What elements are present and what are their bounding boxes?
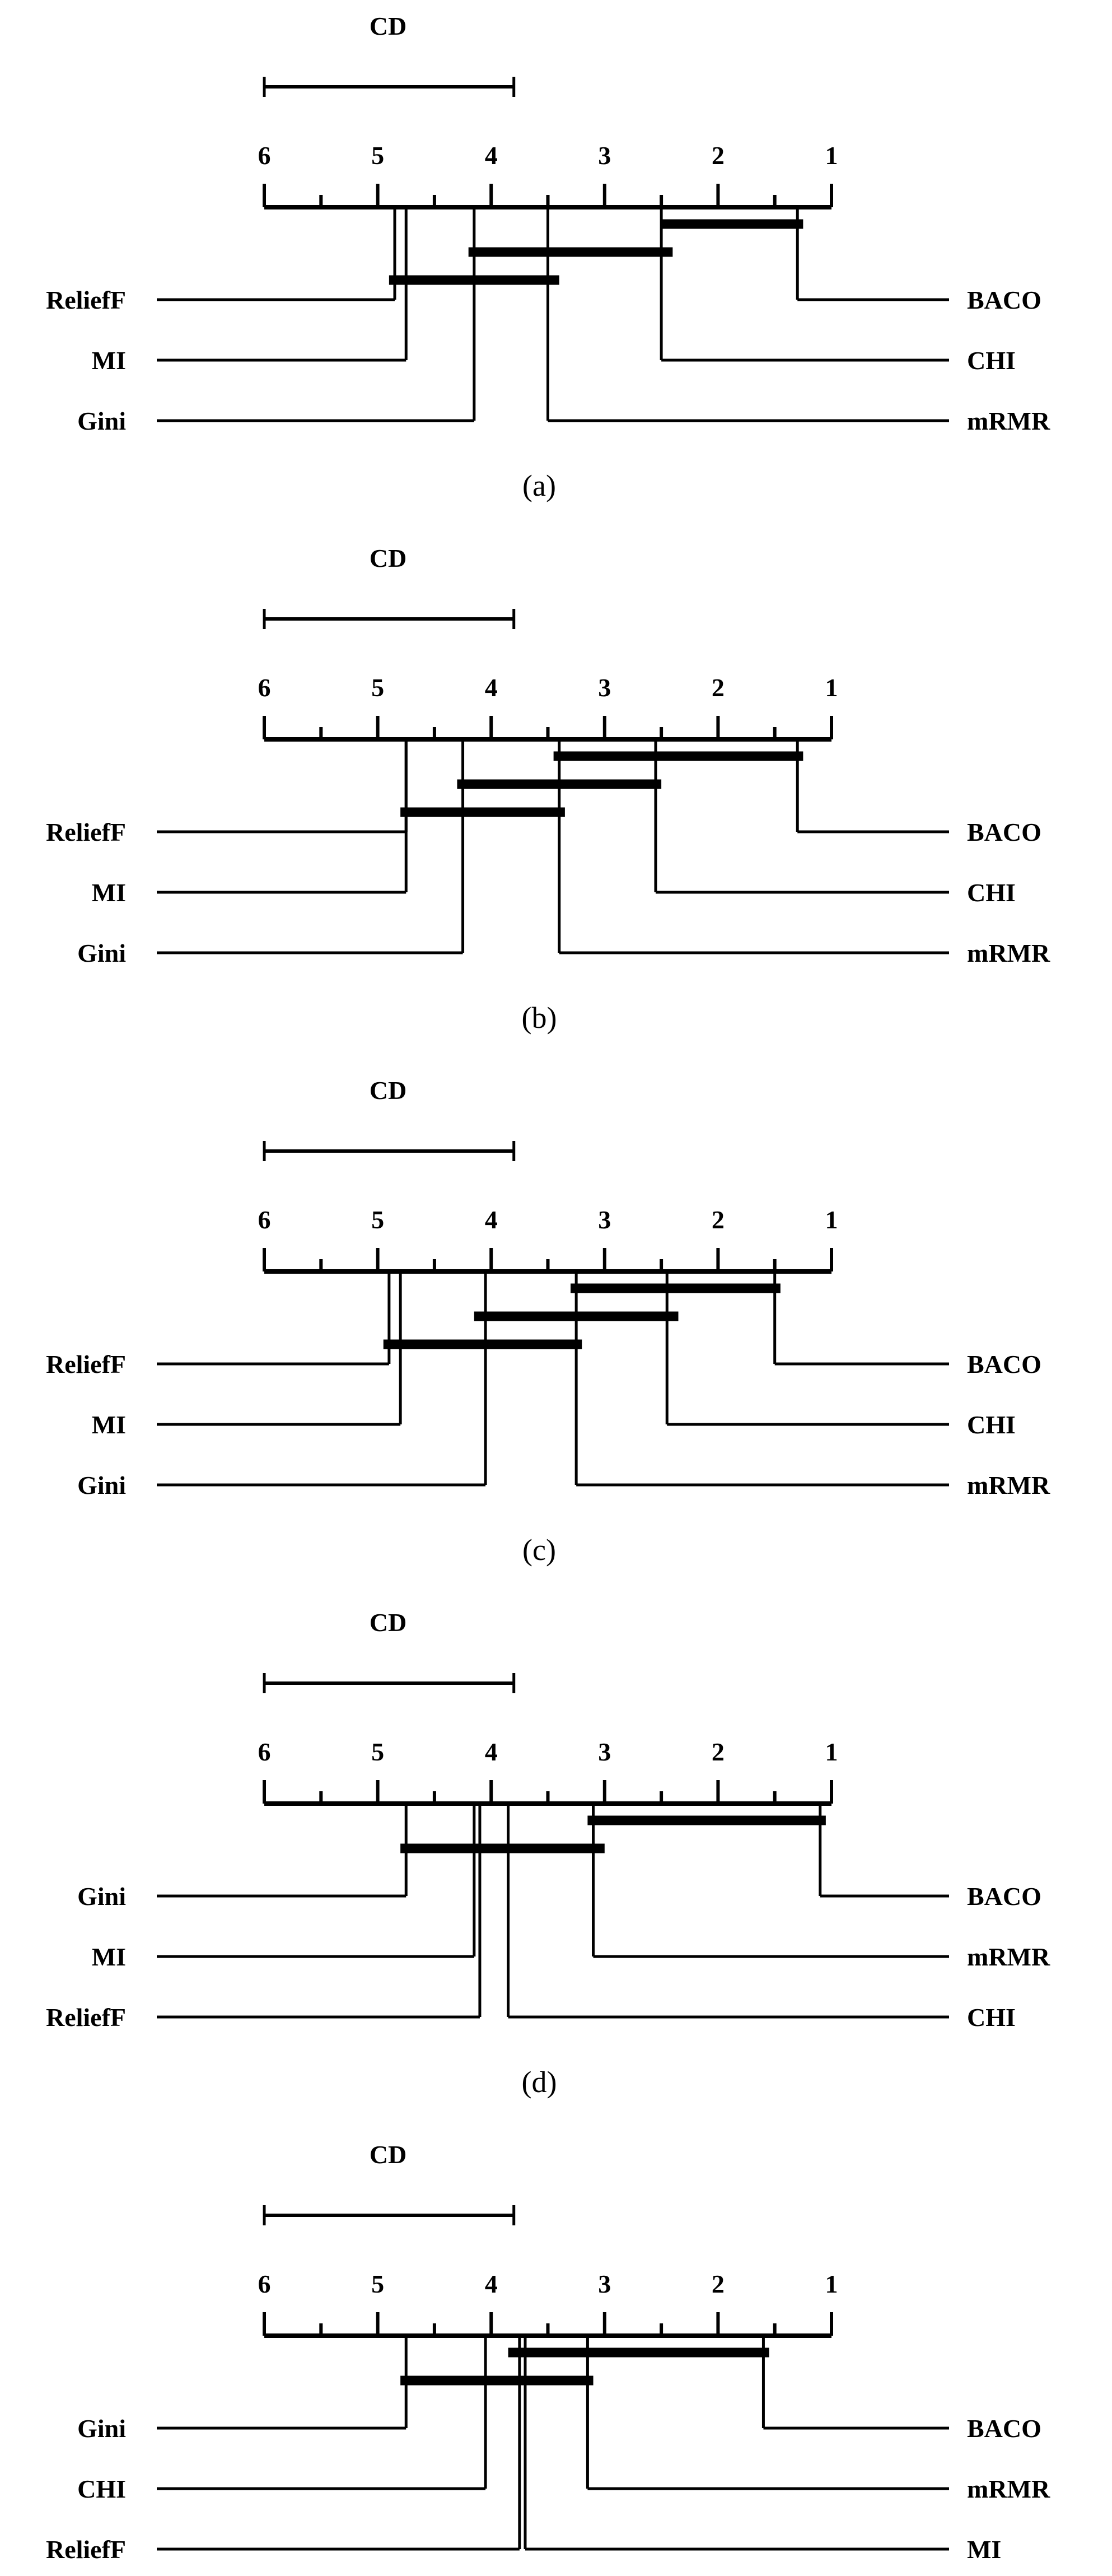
axis-tick-label: 5 [371, 673, 384, 702]
panel-caption: (c) [522, 1533, 556, 1567]
method-label: mRMR [967, 1943, 1050, 1971]
method-label: CHI [967, 878, 1016, 907]
method-label: Gini [77, 1882, 126, 1911]
method-label: ReliefF [46, 2003, 126, 2032]
method-label: mRMR [967, 407, 1050, 435]
method-label: ReliefF [46, 2535, 126, 2564]
axis-tick-label: 3 [598, 141, 611, 170]
method-label: ReliefF [46, 818, 126, 846]
method-label: ReliefF [46, 1350, 126, 1378]
cd-label: CD [370, 12, 407, 40]
method-label: Gini [77, 407, 126, 435]
method-label: Gini [77, 2414, 126, 2443]
panel-caption: (a) [522, 469, 556, 502]
axis-tick-label: 2 [712, 1737, 725, 1766]
axis-tick-label: 4 [485, 2270, 498, 2298]
axis-tick-label: 2 [712, 141, 725, 170]
method-label: MI [92, 1943, 126, 1971]
method-label: Gini [77, 1471, 126, 1499]
axis-tick-label: 4 [485, 1737, 498, 1766]
method-label: CHI [967, 2003, 1016, 2032]
axis-tick-label: 4 [485, 1205, 498, 1234]
axis-tick-label: 3 [598, 673, 611, 702]
cd-label: CD [370, 2140, 407, 2169]
method-label: mRMR [967, 2475, 1050, 2503]
panel-caption: (b) [522, 1001, 557, 1035]
method-label: ReliefF [46, 286, 126, 314]
axis-tick-label: 6 [258, 1205, 271, 1234]
axis-tick-label: 6 [258, 1737, 271, 1766]
method-label: CHI [967, 346, 1016, 375]
cd-label: CD [370, 1076, 407, 1105]
axis-tick-label: 5 [371, 1205, 384, 1234]
axis-tick-label: 5 [371, 2270, 384, 2298]
axis-tick-label: 3 [598, 1205, 611, 1234]
method-label: mRMR [967, 1471, 1050, 1499]
axis-tick-label: 3 [598, 2270, 611, 2298]
axis-tick-label: 3 [598, 1737, 611, 1766]
cd-label: CD [370, 544, 407, 572]
method-label: MI [967, 2535, 1001, 2564]
method-label: BACO [967, 2414, 1041, 2443]
axis-tick-label: 1 [825, 673, 838, 702]
method-label: BACO [967, 1350, 1041, 1378]
axis-tick-label: 1 [825, 141, 838, 170]
axis-tick-label: 1 [825, 2270, 838, 2298]
method-label: BACO [967, 286, 1041, 314]
axis-tick-label: 2 [712, 1205, 725, 1234]
axis-tick-label: 4 [485, 141, 498, 170]
method-label: MI [92, 878, 126, 907]
axis-tick-label: 2 [712, 673, 725, 702]
axis-tick-label: 5 [371, 1737, 384, 1766]
cd-label: CD [370, 1608, 407, 1637]
axis-tick-label: 4 [485, 673, 498, 702]
panel-caption: (d) [522, 2065, 557, 2099]
method-label: CHI [967, 1410, 1016, 1439]
method-label: Gini [77, 939, 126, 967]
axis-tick-label: 5 [371, 141, 384, 170]
method-label: BACO [967, 1882, 1041, 1911]
axis-tick-label: 1 [825, 1737, 838, 1766]
axis-tick-label: 6 [258, 673, 271, 702]
method-label: CHI [77, 2475, 126, 2503]
axis-tick-label: 6 [258, 2270, 271, 2298]
axis-tick-label: 6 [258, 141, 271, 170]
axis-tick-label: 1 [825, 1205, 838, 1234]
method-label: MI [92, 1410, 126, 1439]
method-label: BACO [967, 818, 1041, 846]
axis-tick-label: 2 [712, 2270, 725, 2298]
method-label: MI [92, 346, 126, 375]
method-label: mRMR [967, 939, 1050, 967]
